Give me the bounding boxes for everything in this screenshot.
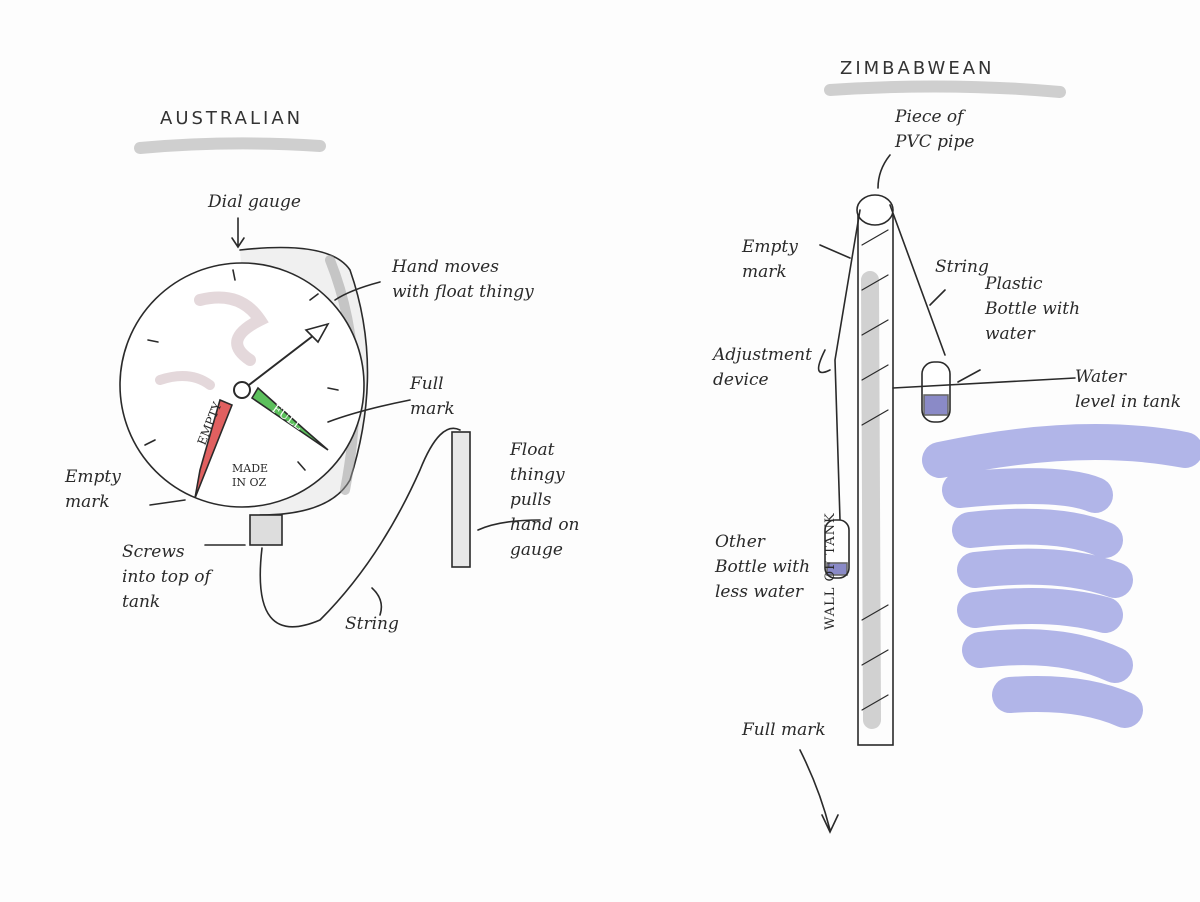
australian-title: AUSTRALIAN [160,108,304,129]
zim-full-mark-label: Full mark [742,720,826,740]
title-shadow [134,137,326,154]
zim-string-left [834,209,861,521]
other-bottle-water [826,562,848,576]
pvc-pipe-label: Piece of PVC pipe [895,107,975,152]
empty-pointer [194,398,234,499]
other-bottle-label: Other Bottle with less water [715,532,811,602]
water-level-line [892,377,1076,389]
arrow [957,369,981,383]
arrow [477,519,541,531]
full-pointer [250,386,329,451]
arrow [817,349,831,374]
pvc-pipe [856,194,894,226]
gauge-hand [244,331,319,389]
arrow [371,587,383,616]
water-scribble [922,424,1200,728]
arrow [799,749,839,834]
gauge-string [259,427,461,628]
bottle-water [923,394,949,416]
water-level-label: Water level in tank [1075,367,1182,412]
arrow [231,217,245,249]
plastic-bottle-label: Plastic Bottle with water [985,274,1081,344]
arrow [877,154,891,189]
arrow [149,499,186,506]
arrow [334,281,381,301]
wall-hatching [861,229,889,711]
dial-ticks [144,269,339,471]
dial-smudge [155,371,215,390]
hand-pivot [233,381,251,399]
arrow [327,399,411,423]
wall-of-tank-label: WALL OF TANK [823,512,838,630]
title-shadow [824,80,1066,98]
zim-empty-mark-label: Empty mark [742,237,798,282]
gauge-hand-tip [304,322,330,344]
zimbabwean-title: ZIMBABWEAN [840,58,995,79]
screws-label: Screws into top of tank [122,542,211,612]
gauge-nut [249,514,283,546]
arrow [929,289,946,306]
aus-full-mark-label: Full mark [410,374,455,419]
arrow [819,244,851,259]
float-pulls-label: Float thingy pulls hand on gauge [510,440,580,560]
aus-empty-mark-label: Empty mark [65,467,121,512]
made-in-oz-text: MADE IN OZ [232,462,269,489]
dial-smudge [194,291,269,366]
zim-string-right [889,204,946,356]
aus-string-label: String [345,614,399,634]
wall-shading [861,271,881,729]
float [451,431,471,568]
hand-moves-label: Hand moves with float thingy [392,257,534,302]
adjustment-label: Adjustment device [713,345,812,390]
dial-gauge-label: Dial gauge [208,192,301,212]
zim-string-label: String [935,257,989,277]
